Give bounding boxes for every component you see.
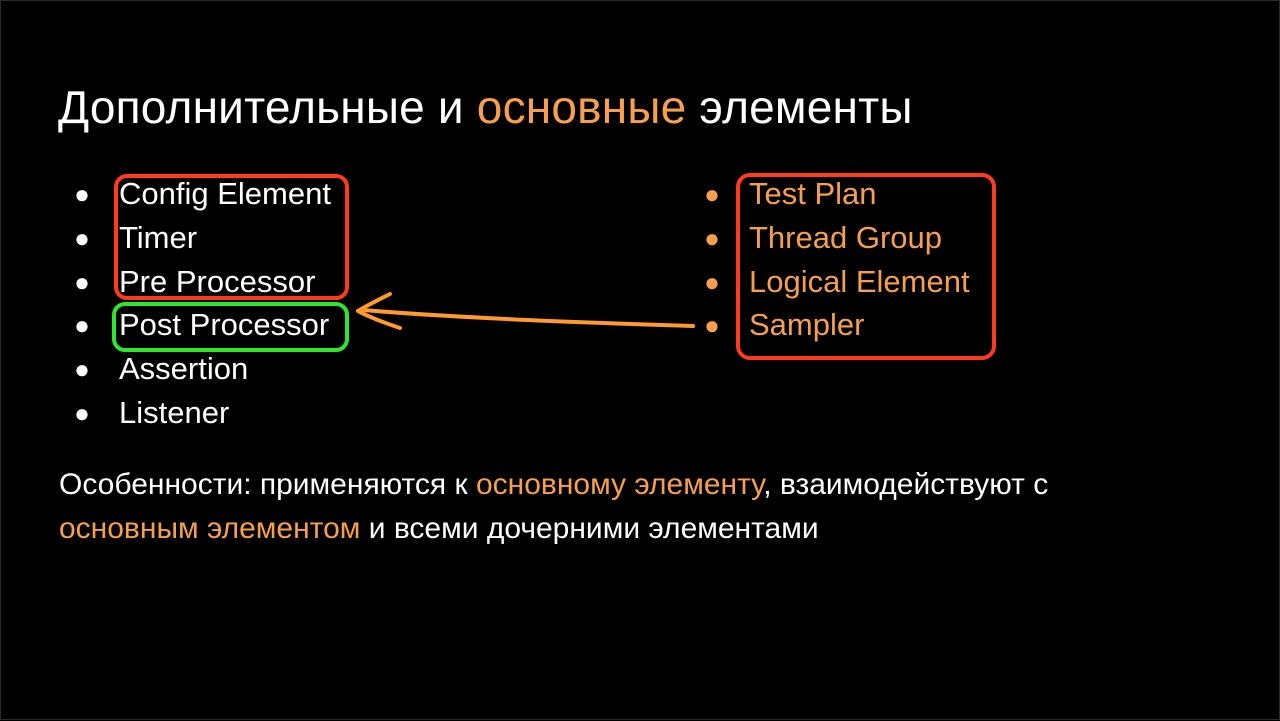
title-part-2-highlight: основные (476, 81, 687, 133)
features-text: , взаимодействуют с (763, 468, 1049, 501)
features-text: Особенности: применяются к (59, 468, 476, 501)
list-item-label: Assertion (119, 351, 249, 387)
bullet-icon: ● (74, 354, 90, 385)
list-item-label: Listener (119, 394, 230, 430)
slide-title: Дополнительные и основные элементы (58, 79, 913, 135)
features-text: и всеми дочерними элементами (360, 512, 819, 545)
features-line-2: основным элементом и всеми дочерними эле… (59, 507, 1239, 551)
arrow-icon (356, 292, 695, 330)
features-line-1: Особенности: применяются к основному эле… (59, 463, 1239, 507)
bullet-icon: ● (704, 310, 720, 341)
list-item-label: Pre Processor (119, 263, 316, 299)
bullet-icon: ● (74, 179, 90, 209)
list-item-label: Logical Element (749, 263, 970, 299)
features-highlight: основным элементом (59, 512, 361, 545)
bullet-icon: ● (74, 310, 90, 341)
bullet-icon: ● (74, 222, 90, 253)
title-part-3: элементы (686, 81, 913, 133)
bullet-icon: ● (74, 266, 90, 297)
features-paragraph: Особенности: применяются к основному эле… (59, 463, 1239, 551)
bullet-icon: ● (704, 179, 720, 209)
list-item-label: Test Plan (749, 176, 877, 211)
list-item-label: Timer (119, 219, 198, 255)
bullet-icon: ● (74, 397, 90, 428)
list-item-label: Sampler (749, 307, 865, 343)
list-item-label: Thread Group (749, 219, 942, 255)
title-part-1: Дополнительные и (58, 81, 477, 133)
bullet-icon: ● (704, 222, 720, 253)
features-highlight: основному элементу (475, 468, 764, 501)
list-item-label: Config Element (119, 176, 331, 211)
bullet-icon: ● (704, 266, 720, 297)
list-item-label: Post Processor (119, 307, 330, 343)
